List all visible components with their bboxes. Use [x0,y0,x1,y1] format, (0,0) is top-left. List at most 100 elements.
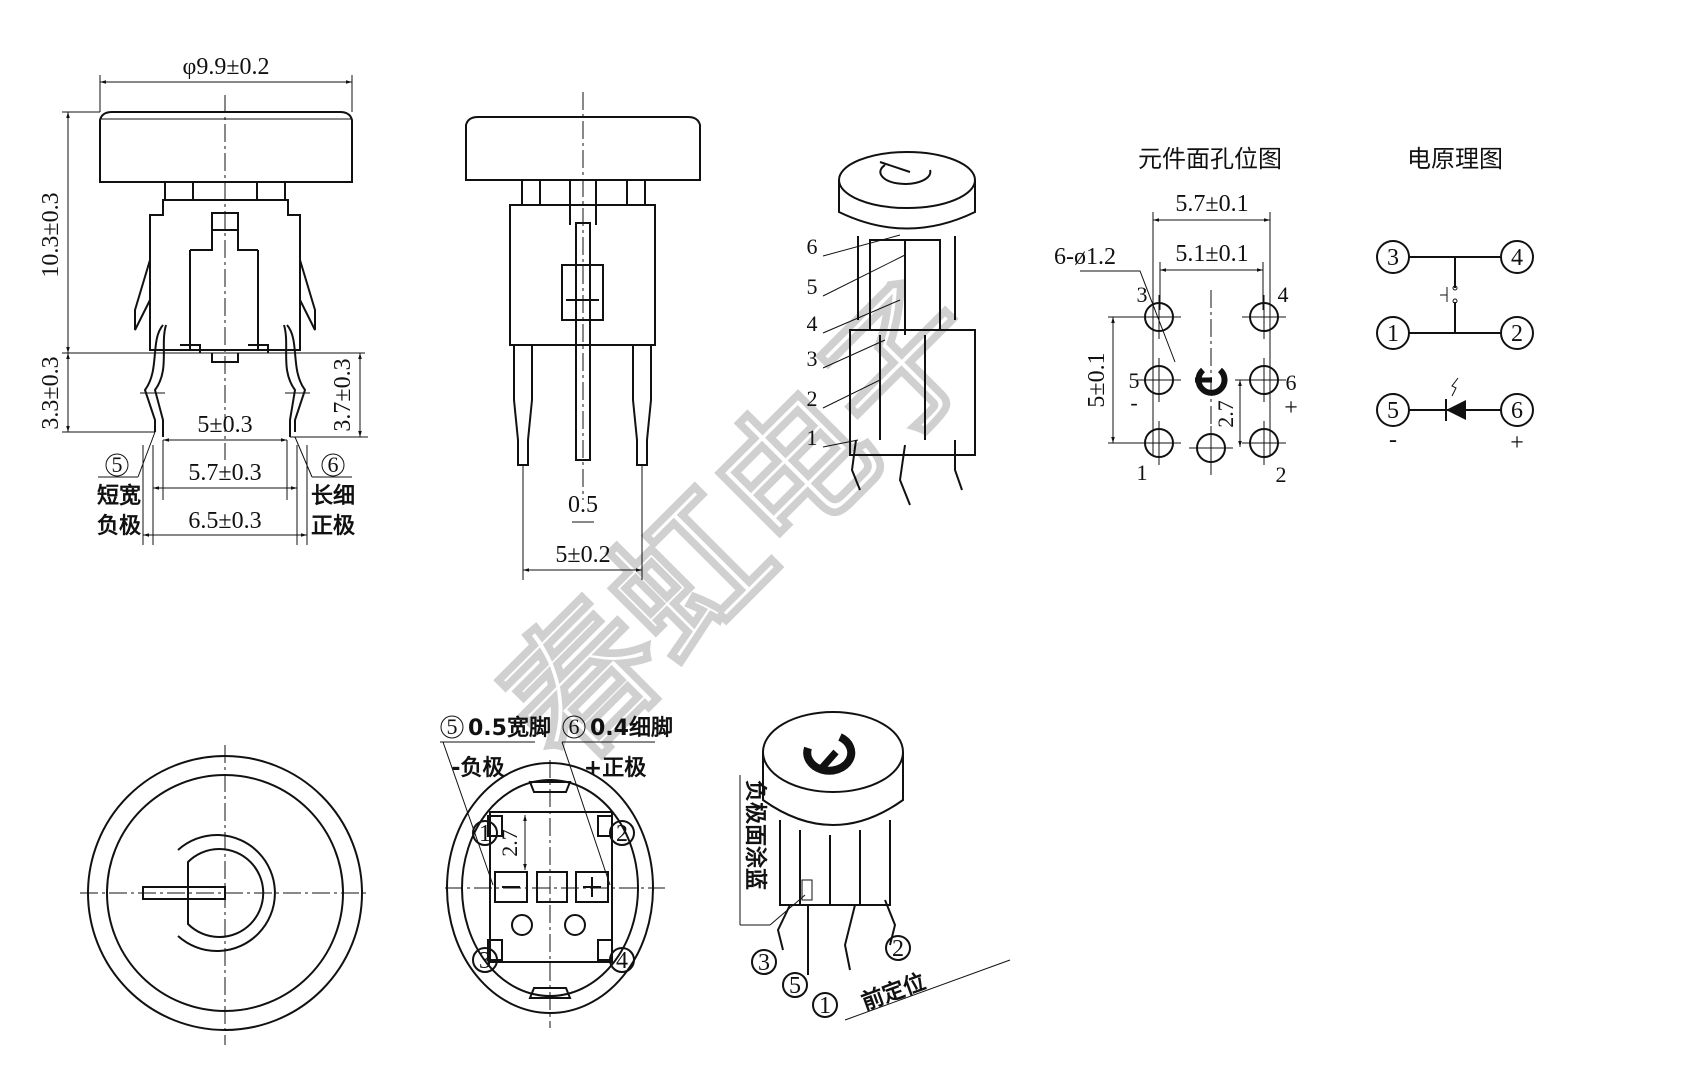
leader [442,741,494,886]
pin6-label: 0.4细脚 [590,715,673,741]
front-view: 5±0.2 0.5 [465,92,701,580]
iso-pin-1: 1 [819,993,831,1019]
pin6-desc-1: 长细 [311,483,355,509]
pin-outer-label: 6.5±0.3 [188,508,261,534]
power-icon-bar [817,749,839,773]
iso-pin-2: 2 [892,936,904,962]
leader [822,234,901,257]
pin-height-left-label: 3.3±0.3 [38,356,64,429]
schematic-pin-1-circle [1376,316,1410,350]
pin5-number: 5 [112,452,123,477]
hole-layout-title: 元件面孔位图 [1138,145,1282,173]
post-hole [511,914,533,936]
corner-pin-4: 4 [616,948,628,974]
center-pad [536,871,568,903]
schematic-pin-5: 5 [1387,398,1399,424]
blue-note: 负极面涂蓝 [742,780,768,890]
part-1: 1 [807,425,818,450]
blue-marked-face [801,879,813,901]
cap-outline [465,116,701,181]
led-emission-arrow [1451,377,1459,397]
pin6-desc-2: 正极 [311,514,356,539]
cap-side [838,180,976,230]
pin-height-right-label: 3.7±0.3 [330,358,356,431]
pin5-desc-2: 负极 [97,514,142,539]
iso-pin-2-circle [885,935,911,961]
leader [137,431,156,478]
hole-spec-label: 6-ø1.2 [1054,244,1116,270]
leader [822,439,859,448]
center-pin [575,222,591,461]
schematic-pin-2: 2 [1511,321,1523,347]
hole-layout: 元件面孔位图 5.7±0.1 5.1±0.1 6-ø1.2 5±0.1 2.7 … [1054,145,1298,487]
leader [294,436,313,478]
schematic-title: 电原理图 [1407,145,1503,173]
pin5-circle [105,453,129,477]
part-5: 5 [807,274,818,299]
minus-sign: - [1130,390,1137,415]
pin5-polarity: -负极 [451,756,505,781]
schematic-pin-3-circle [1376,240,1410,274]
leader [769,894,806,926]
pin5-desc-1: 短宽 [97,483,141,509]
iso-pin-3-circle [751,949,777,975]
corner-pad [487,939,503,961]
housing [779,820,891,906]
power-icon-bar [879,161,911,173]
part-6: 6 [807,234,818,259]
pin5-label: 0.5宽脚 [468,715,551,741]
minus-pad [494,871,528,903]
total-height-label: 10.3±0.3 [38,192,64,277]
schematic-pin-6: 6 [1511,398,1523,424]
corner-pin-2-circle [609,820,635,846]
corner-pad [487,815,503,837]
corner-pin-4-circle [609,947,635,973]
pin6-circle [321,453,345,477]
part-3: 3 [807,346,818,371]
contact [1452,298,1458,304]
iso-pin-3: 3 [758,950,770,976]
part-4: 4 [807,311,818,336]
cap-outline [99,111,353,183]
corner-pin-1-circle [472,820,498,846]
side-view: φ9.9±0.2 10.3±0.3 3.3±0.3 3.7±0.3 5±0.3 … [38,54,368,545]
led-diode-icon [1446,400,1466,420]
leader [822,379,881,409]
leader [844,959,1011,1021]
corner-pin-2: 2 [616,821,628,847]
pin5-number: 5 [447,714,458,739]
hole-label-2: 2 [1276,462,1287,487]
plunger [189,212,259,350]
plus-sign: + [1510,430,1524,456]
part-labels: 6 5 4 3 2 1 [807,234,906,450]
hole-label-6: 6 [1286,370,1297,395]
schematic-pin-3: 3 [1387,245,1399,271]
housing [149,182,301,351]
iso-pin-1-circle [812,992,838,1018]
power-icon-bar [142,886,226,900]
plus-sign: + [1284,395,1298,421]
housing [509,180,656,346]
led-offset-label: 2.7 [497,829,522,857]
pin6-circle [562,715,586,739]
hole-label-1: 1 [1137,460,1148,485]
power-icon-arc [177,834,276,952]
schematic-pin-5-circle [1376,393,1410,427]
plus-pad [575,871,609,903]
base-housing [849,329,976,456]
leader [561,741,611,886]
hole-label-5: 5 [1129,368,1140,393]
hole-label-3: 3 [1137,282,1148,307]
slots [528,781,572,999]
schematic-pin-1: 1 [1387,321,1399,347]
corner-pin-3: 3 [479,948,491,974]
side-clips [134,215,316,331]
post-hole [564,914,586,936]
power-icon-arc [879,164,932,185]
contact [1452,285,1458,291]
iso-pin-5: 5 [789,973,801,999]
schematic-pin-4-circle [1500,240,1534,274]
corner-pin-3-circle [472,947,498,973]
row-spacing-label: 5±0.1 [1084,352,1110,407]
